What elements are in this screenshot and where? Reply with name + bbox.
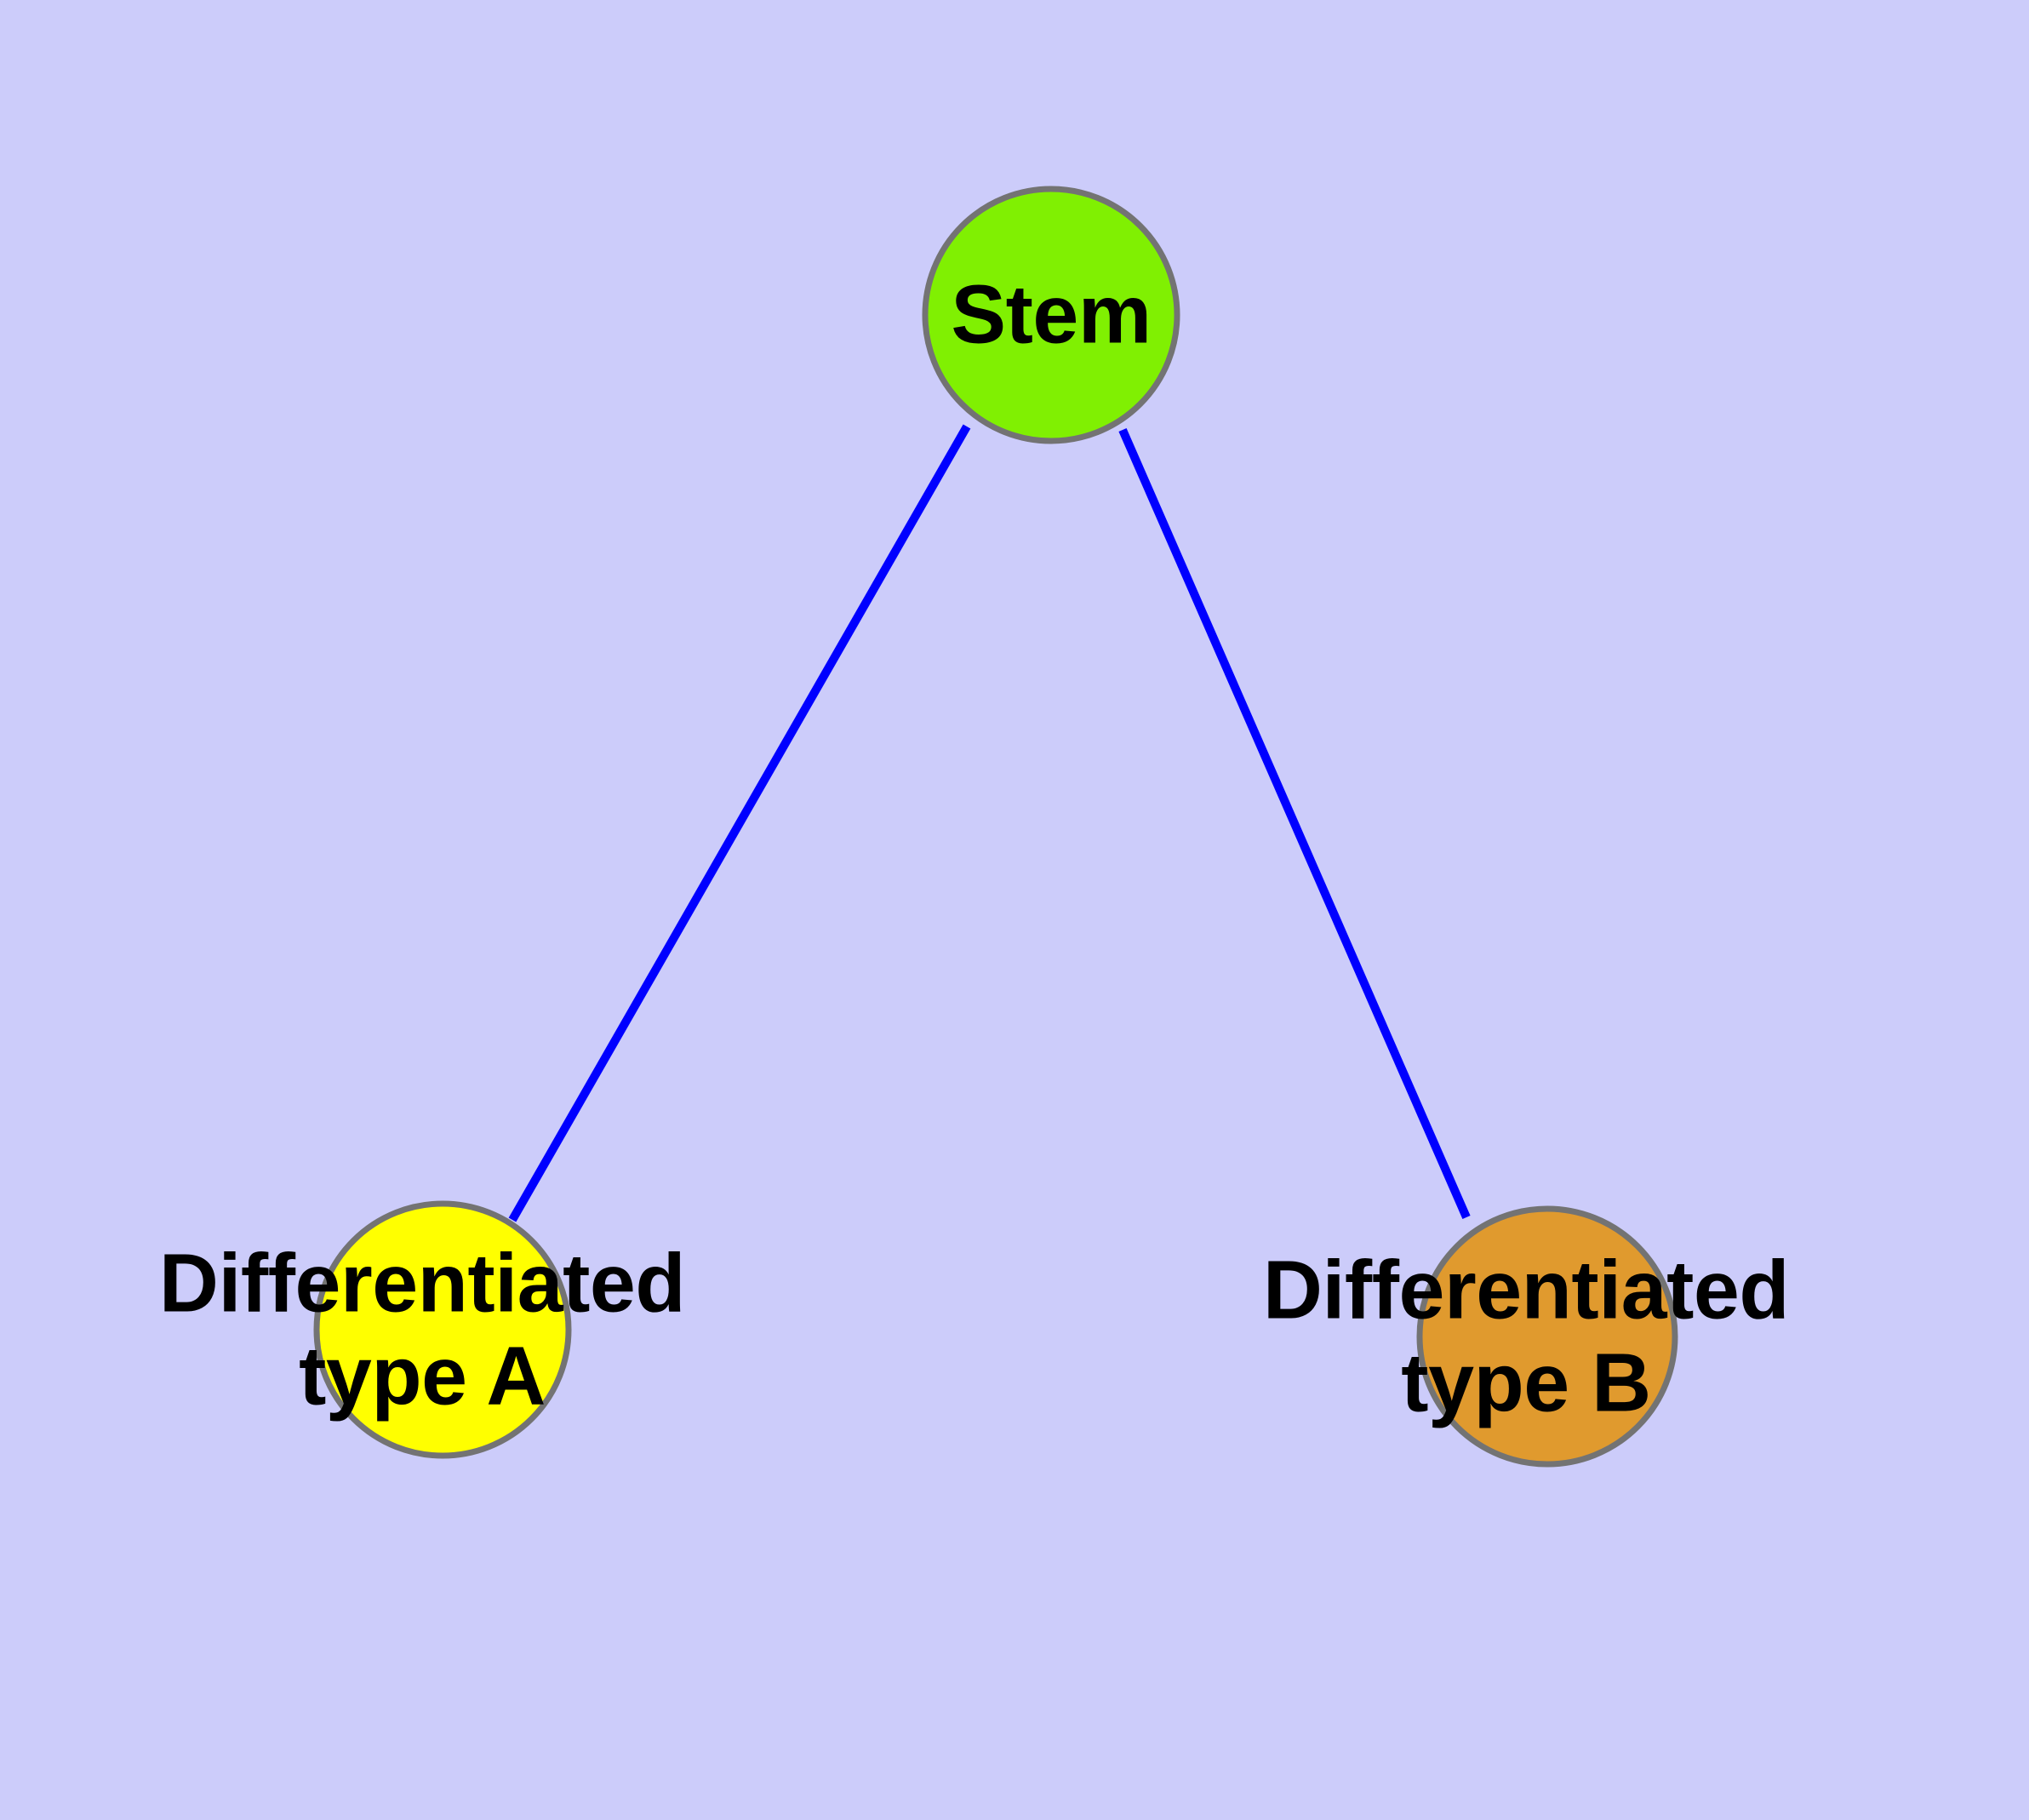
node-stem[interactable] — [922, 186, 1180, 444]
node-layer — [313, 186, 1678, 1468]
node-differentiated-type-a[interactable] — [313, 1200, 572, 1459]
edge-stem-to-diff-b[interactable] — [1118, 427, 1471, 1220]
edge-layer — [508, 424, 1471, 1222]
node-differentiated-type-b[interactable] — [1416, 1205, 1678, 1468]
edge-stem-to-diff-a[interactable] — [508, 424, 971, 1222]
